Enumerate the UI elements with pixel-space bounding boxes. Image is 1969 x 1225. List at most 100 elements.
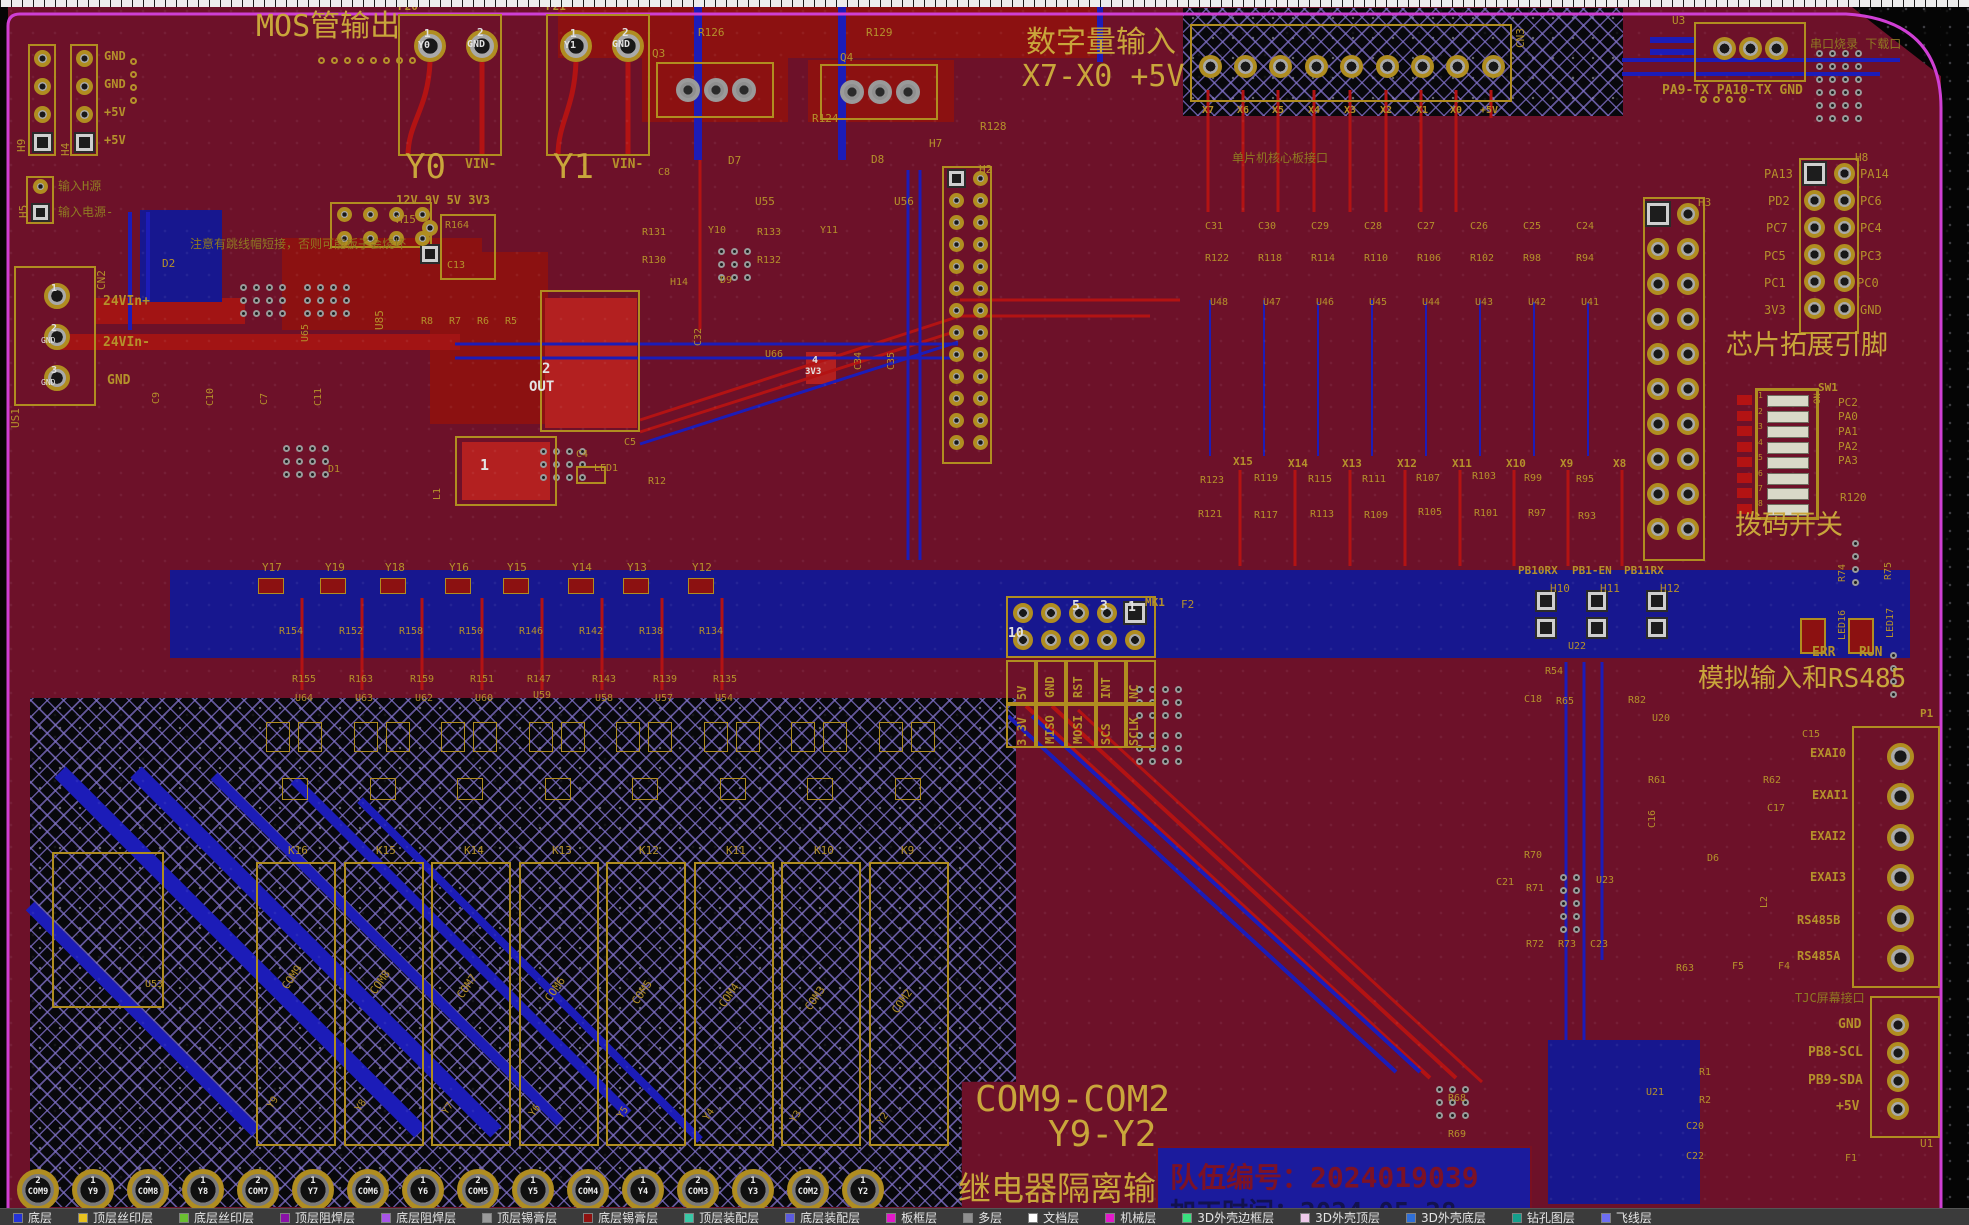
silk-label: Q3: [652, 47, 666, 60]
silk-label: 2: [622, 26, 629, 39]
via: [1436, 1099, 1443, 1106]
dip-switch-slot[interactable]: [1767, 426, 1809, 438]
dip-switch-sw1[interactable]: [1755, 388, 1819, 520]
layer-item-6[interactable]: 顶层锡膏层: [469, 1209, 570, 1225]
silk-dot: [130, 71, 137, 78]
via: [1175, 758, 1182, 765]
via: [309, 471, 316, 478]
silk-label: U21: [1646, 1087, 1665, 1098]
silk-label: R124: [812, 112, 839, 125]
dip-switch-slot[interactable]: [1767, 472, 1809, 485]
layer-item-13[interactable]: 机械层: [1092, 1209, 1169, 1225]
via: [317, 310, 324, 317]
layer-item-1[interactable]: 底层: [0, 1209, 65, 1225]
silk-label: MOSI: [1071, 715, 1085, 744]
mk1-table-cell: [1066, 660, 1096, 704]
board-outline: [6, 12, 1943, 1208]
layer-item-14[interactable]: 3D外壳边框层: [1169, 1209, 1287, 1225]
silk-label: PA1: [1838, 425, 1858, 438]
dip-switch-slot[interactable]: [1767, 488, 1809, 500]
component-outline: [540, 290, 640, 432]
via: [1175, 699, 1182, 706]
header-h7-h2-pad: [972, 170, 988, 186]
silk-label: L2: [1759, 895, 1770, 908]
header-h7-h2-pad: [972, 434, 988, 450]
header-h3-pad: [1647, 343, 1669, 365]
layer-item-2[interactable]: 顶层丝印层: [65, 1209, 166, 1225]
via: [1560, 926, 1567, 933]
silk-label: C9: [151, 391, 162, 404]
connector-x-pad: [1481, 54, 1505, 78]
layer-item-17[interactable]: 钻孔图层: [1499, 1209, 1588, 1225]
dip-switch-slot[interactable]: [1767, 457, 1809, 469]
via: [1852, 553, 1859, 560]
silk-label: C28: [1364, 221, 1383, 232]
via: [1162, 758, 1169, 765]
output-led: [380, 578, 406, 594]
layer-item-3[interactable]: 底层丝印层: [166, 1209, 267, 1225]
layer-item-15[interactable]: 3D外壳顶层: [1287, 1209, 1393, 1225]
header-h15-pad: [420, 244, 440, 264]
header-mk1-outline: [1006, 596, 1156, 658]
via: [1829, 115, 1836, 122]
silk-label: X12: [1397, 457, 1417, 470]
layer-color-swatch: [963, 1212, 974, 1223]
layer-item-9[interactable]: 底层装配层: [772, 1209, 873, 1225]
via: [1890, 678, 1897, 685]
silk-label: D1: [328, 464, 341, 475]
silk-label: C5: [624, 437, 637, 448]
dip-switch-slot[interactable]: [1767, 410, 1809, 423]
dip-switch-slot[interactable]: [1767, 395, 1809, 407]
silk-label: COM9-COM2: [975, 1079, 1171, 1120]
layer-label: 3D外壳底层: [1420, 1211, 1486, 1225]
relay-driver-outline: [473, 722, 497, 752]
layer-item-16[interactable]: 3D外壳底层: [1393, 1209, 1499, 1225]
silk-label: PC3: [1860, 249, 1882, 263]
silk-dot: [370, 57, 377, 64]
header-h7-h2-pad: [972, 236, 988, 252]
connector-cn2-pad: [44, 283, 70, 309]
dip-switch-slot[interactable]: [1767, 503, 1809, 516]
header-grid-pad: [336, 206, 352, 222]
layer-item-10[interactable]: 板框层: [873, 1209, 950, 1225]
silk-label: K14: [464, 844, 484, 857]
silk-label: MK1: [1145, 596, 1165, 609]
silk-label: PB1-EN: [1572, 564, 1612, 577]
via: [1852, 540, 1859, 547]
layer-item-12[interactable]: 文档层: [1015, 1209, 1092, 1225]
layer-item-18[interactable]: 飞线层: [1588, 1209, 1665, 1225]
layer-item-11[interactable]: 多层: [950, 1209, 1015, 1225]
layer-item-5[interactable]: 底层阻焊层: [368, 1209, 469, 1225]
silk-label: R97: [1528, 508, 1547, 519]
silk-label: X7-X0 +5V: [1022, 59, 1185, 94]
header-h9-pad: [33, 77, 51, 95]
silk-label: 3.3V: [1015, 717, 1029, 746]
silk-label: MOS管输出: [256, 9, 401, 44]
relay-pad-number: 1: [90, 1176, 96, 1186]
relay-outline: [781, 862, 861, 1146]
silk-label: C31: [1205, 221, 1224, 232]
dip-switch-slot[interactable]: [1767, 441, 1809, 454]
via: [240, 297, 247, 304]
layer-item-4[interactable]: 顶层阻焊层: [267, 1209, 368, 1225]
layer-item-8[interactable]: 顶层装配层: [671, 1209, 772, 1225]
layer-item-7[interactable]: 底层锡膏层: [570, 1209, 671, 1225]
silk-label: U54: [715, 693, 734, 704]
